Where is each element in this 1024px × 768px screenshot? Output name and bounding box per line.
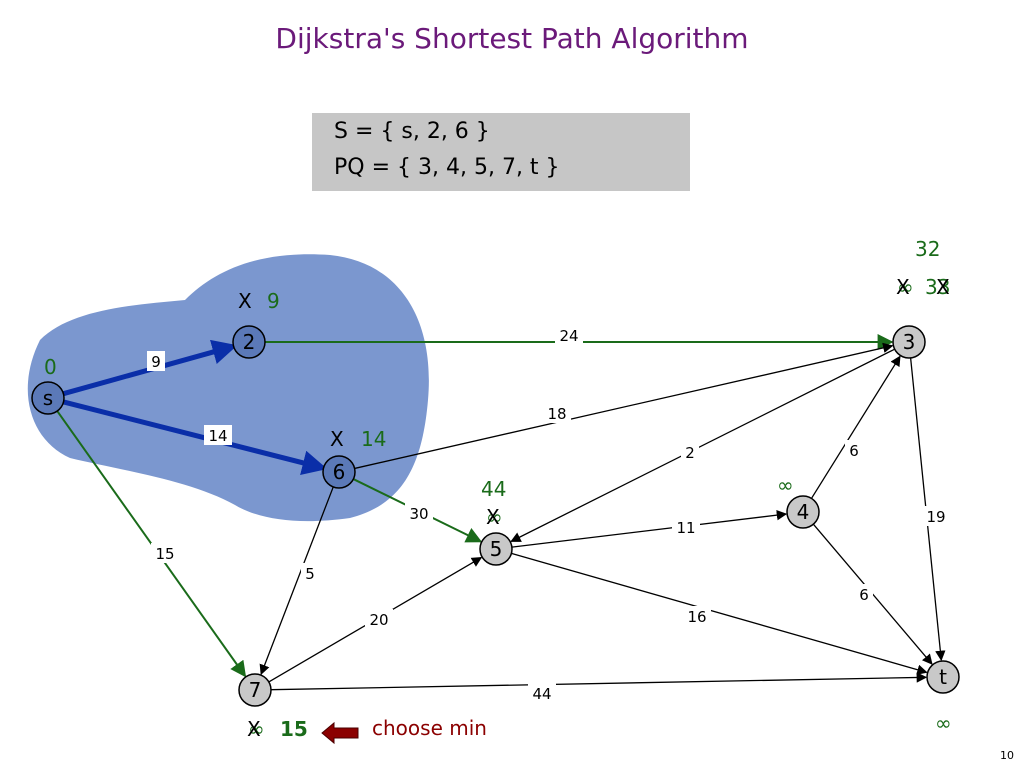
edge-weight-6-3: 18 (547, 405, 566, 423)
edge-s-6 (62, 399, 328, 475)
choose-min-label: choose min (372, 716, 487, 740)
edge-weight-7-t: 44 (532, 685, 551, 703)
node-6 (322, 455, 356, 489)
edge-weight-bg-7-5 (365, 609, 393, 629)
edge-weight-bg-s-2 (147, 351, 165, 371)
node-t (926, 660, 960, 694)
edge-weight-4-t: 6 (859, 586, 869, 604)
cross-mark-2: X (238, 289, 252, 313)
edge-weight-3-5: 2 (685, 444, 695, 462)
edge-weight-bg-s-6 (204, 425, 232, 445)
edge-weight-4-3: 6 (849, 442, 859, 460)
edge-weight-bg-4-t (855, 584, 873, 604)
edge-weight-bg-6-5 (405, 503, 433, 523)
dist-5-infinity: ∞ (486, 505, 503, 529)
edges-layer (56, 334, 946, 691)
priority-queue: PQ = { 3, 4, 5, 7, t } (334, 155, 560, 180)
edge-weight-2-3: 24 (559, 327, 578, 345)
edge-weight-bg-6-7 (301, 563, 319, 583)
edge-weight-3-t: 19 (926, 508, 945, 526)
explored-region (27, 254, 429, 522)
edge-weight-bg-5-4 (672, 517, 700, 537)
cross-mark-3a: X (896, 275, 910, 299)
slide-title: Dijkstra's Shortest Path Algorithm (275, 22, 749, 55)
visited-set: S = { s, 2, 6 } (334, 119, 490, 144)
cross-mark-3b: X (936, 275, 950, 299)
dist-7-infinity: ∞ (248, 717, 265, 741)
edge-weight-bg-4-3 (845, 440, 863, 460)
edge-7-t (270, 672, 928, 691)
node-label-4: 4 (797, 500, 810, 524)
dist-2: 9 (267, 289, 280, 313)
slide-number: 10 (1000, 749, 1014, 762)
node-label-7: 7 (249, 678, 262, 702)
edge-weight-bg-7-t (528, 683, 556, 703)
edge-weight-6-7: 5 (305, 565, 315, 583)
edge-weight-bg-s-7 (151, 543, 179, 563)
edge-weight-bg-3-t (922, 506, 950, 526)
edge-6-3 (354, 342, 894, 470)
dist-5: 44 (481, 477, 506, 501)
edge-weight-5-4: 11 (676, 519, 695, 537)
edge-6-7 (259, 486, 334, 676)
node-label-2: 2 (243, 330, 256, 354)
edge-weight-7-5: 20 (369, 611, 388, 629)
edge-5-t (511, 552, 928, 675)
edge-weight-bg-5-t (683, 606, 711, 626)
dist-s: 0 (44, 355, 57, 379)
edge-weight-s-7: 15 (155, 545, 174, 563)
edge-3-5 (510, 348, 895, 542)
edge-weight-s-2: 9 (151, 353, 161, 371)
dist-3-infinity: ∞ (897, 275, 914, 299)
node-7 (238, 673, 272, 707)
node-3 (892, 325, 926, 359)
edge-weight-bg-2-3 (555, 325, 583, 345)
edge-weight-5-t: 16 (687, 608, 706, 626)
edge-weight-bg-6-3 (543, 403, 571, 423)
nodes-layer: s 2 6 3 4 5 7 t (31, 325, 960, 707)
cross-mark-6: X (330, 427, 344, 451)
dist-4: ∞ (777, 473, 794, 497)
edge-5-4 (511, 509, 788, 548)
node-label-t: t (939, 665, 947, 689)
dist-6: 14 (361, 427, 386, 451)
dist-7: 15 (280, 717, 308, 741)
node-s (31, 381, 65, 415)
node-2 (232, 325, 266, 359)
node-label-s: s (43, 386, 53, 410)
edge-4-3 (810, 355, 901, 499)
edge-weight-bg-3-5 (681, 442, 699, 462)
node-label-3: 3 (903, 330, 916, 354)
edge-weight-6-5: 30 (409, 505, 428, 523)
node-label-5: 5 (490, 537, 503, 561)
dist-3-old: 33 (925, 275, 950, 299)
dist-3-new: 32 (915, 237, 940, 261)
cross-mark-7: X (247, 717, 261, 741)
cross-mark-5: X (486, 505, 500, 529)
dist-t: ∞ (935, 711, 952, 735)
state-box: S = { s, 2, 6 } PQ = { 3, 4, 5, 7, t } (312, 113, 690, 191)
node-4 (786, 495, 820, 529)
choose-min-arrow-icon (321, 721, 359, 745)
node-5 (479, 532, 513, 566)
edge-weight-s-6: 14 (208, 427, 227, 445)
node-label-6: 6 (333, 460, 346, 484)
